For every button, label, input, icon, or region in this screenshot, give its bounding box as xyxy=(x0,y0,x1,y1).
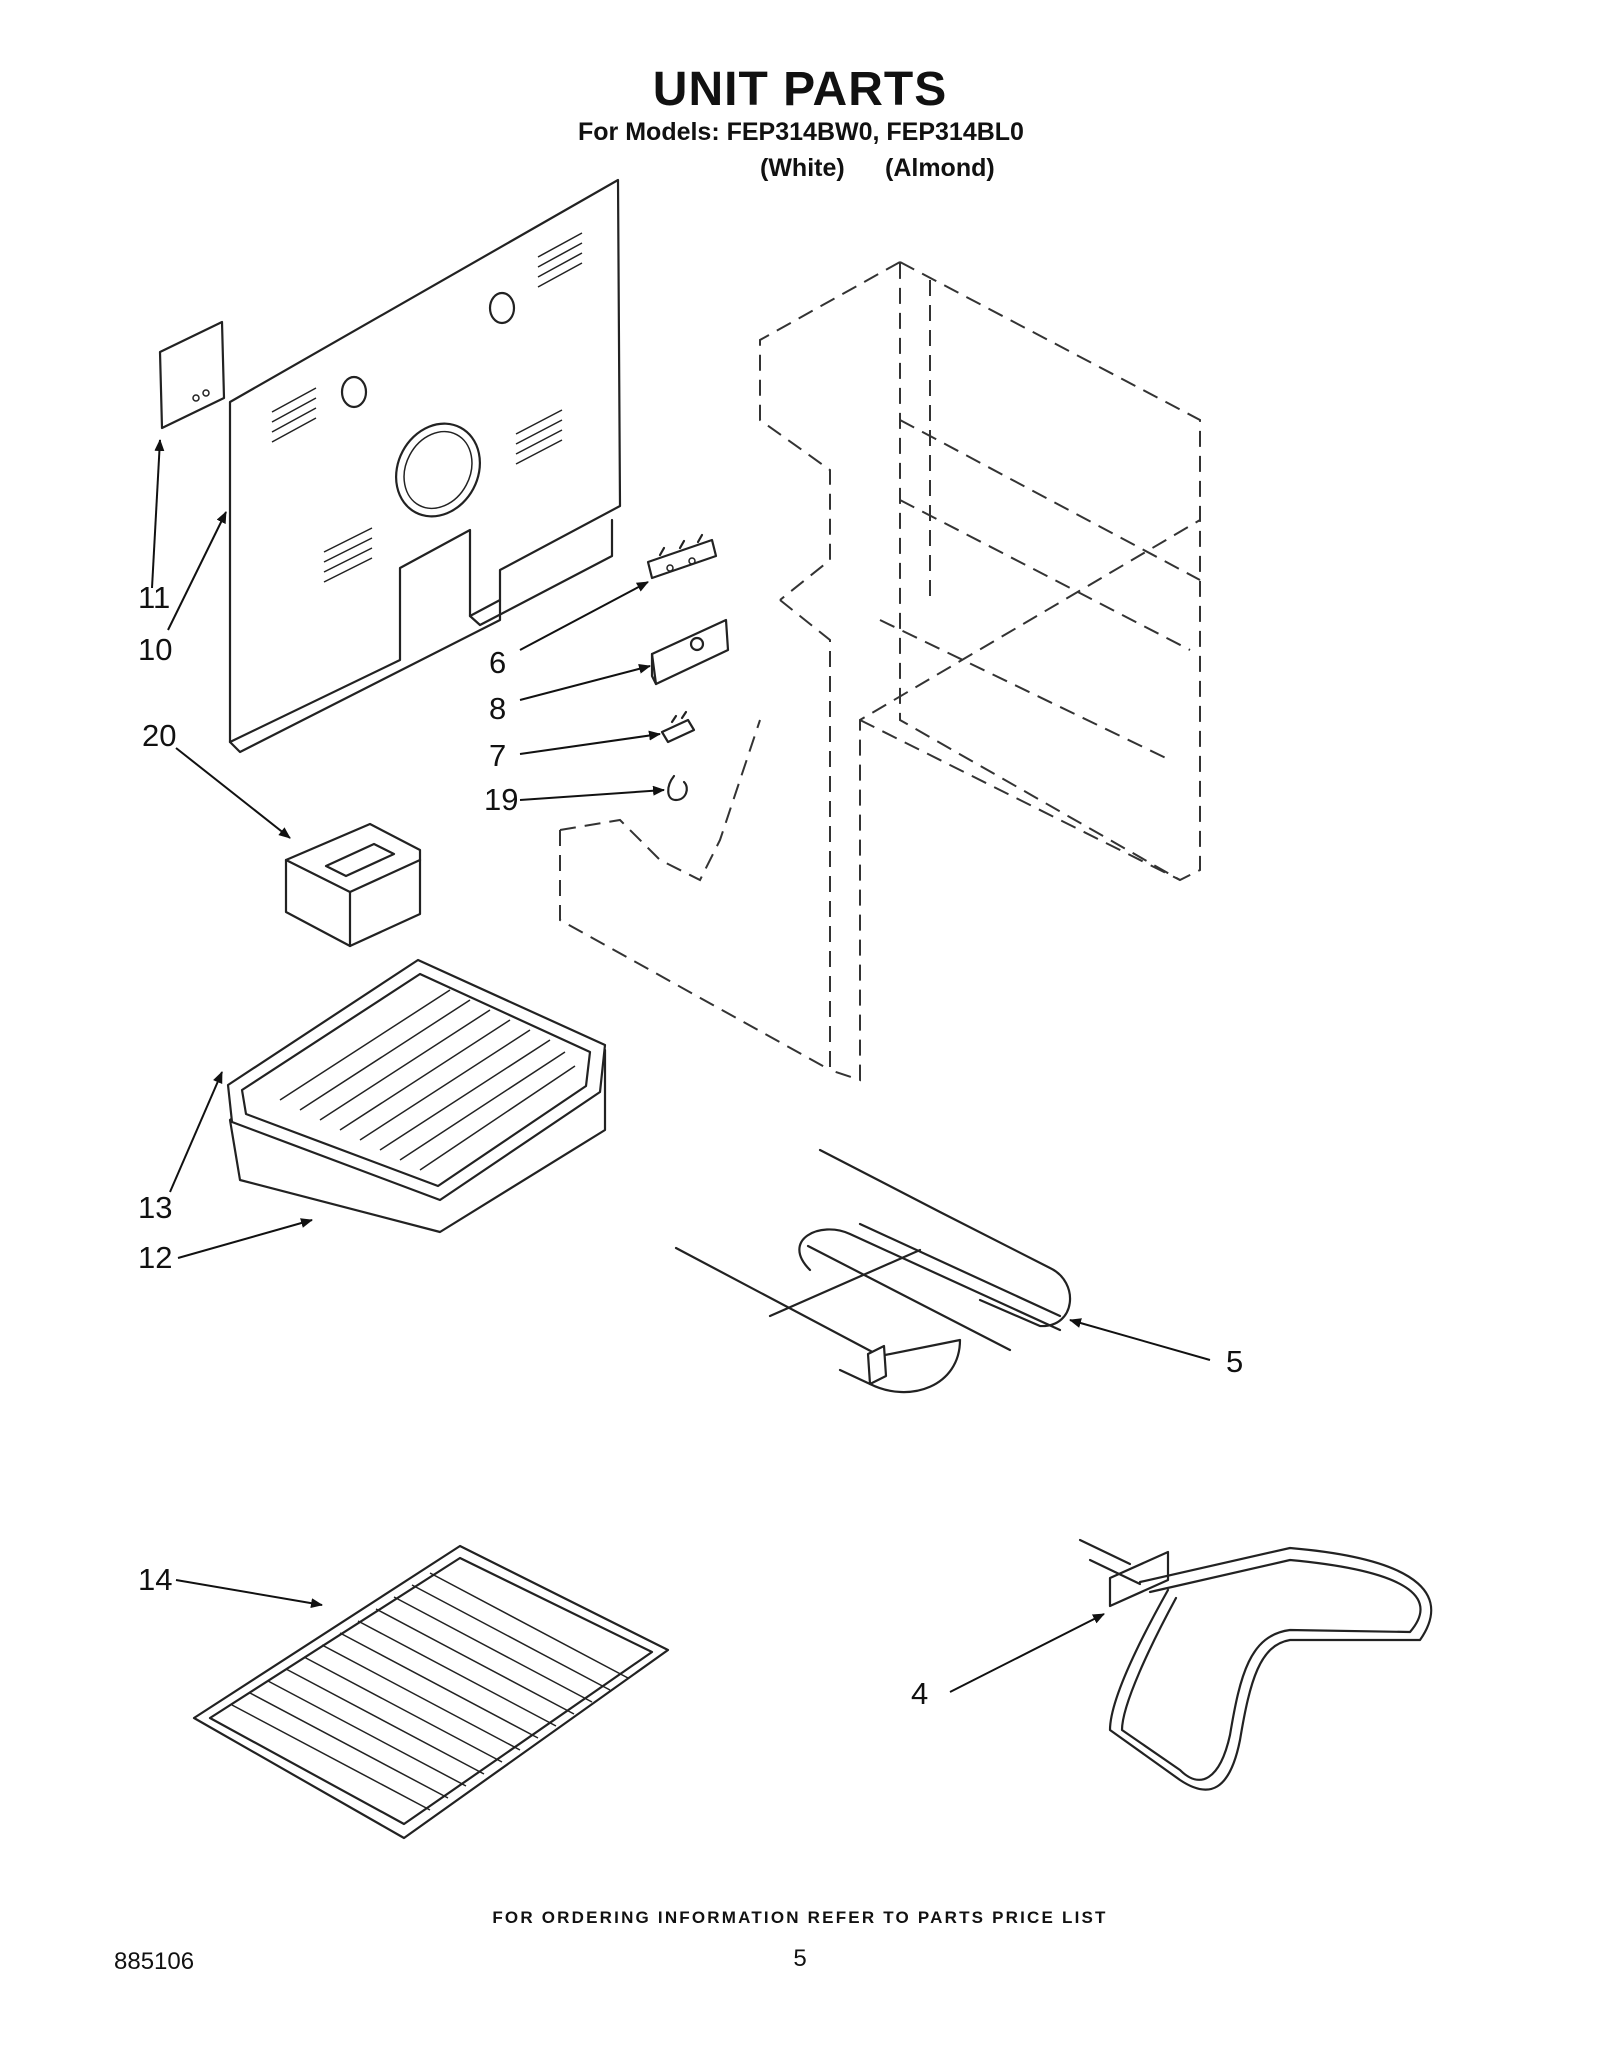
callout-8: 8 xyxy=(489,691,507,726)
color-almond-label: (Almond) xyxy=(885,154,995,182)
page-number: 5 xyxy=(793,1945,807,1972)
callout-4: 4 xyxy=(911,1676,929,1711)
leader-arrows xyxy=(151,439,1211,1693)
ordering-note: FOR ORDERING INFORMATION REFER TO PARTS … xyxy=(492,1908,1108,1927)
page-title: UNIT PARTS xyxy=(652,63,948,116)
document-number: 885106 xyxy=(114,1948,195,1975)
callout-5: 5 xyxy=(1226,1344,1244,1379)
callout-19: 19 xyxy=(484,782,519,817)
cabinet-outline xyxy=(559,260,1201,1082)
callout-14: 14 xyxy=(138,1562,173,1597)
callout-20: 20 xyxy=(142,718,177,753)
part-5-bake-element xyxy=(674,1148,1072,1394)
part-20-box xyxy=(284,822,422,948)
callout-6: 6 xyxy=(489,645,507,680)
part-19-wire-hook xyxy=(667,774,688,802)
callout-7: 7 xyxy=(489,738,507,773)
part-10-rear-panel xyxy=(228,178,622,754)
part-11-gasket xyxy=(158,320,226,430)
part-8-bracket xyxy=(650,618,730,686)
callout-11: 11 xyxy=(138,580,171,615)
color-white-label: (White) xyxy=(760,154,845,182)
model-numbers: For Models: FEP314BW0, FEP314BL0 xyxy=(578,118,1024,146)
callout-13: 13 xyxy=(138,1190,173,1225)
part-4-broil-element xyxy=(1078,1538,1433,1791)
part-6-terminal-block xyxy=(646,533,718,580)
part-12-13-broiler-pan xyxy=(226,958,607,1234)
part-14-oven-rack xyxy=(192,1544,670,1840)
callout-10: 10 xyxy=(138,632,173,667)
callout-12: 12 xyxy=(138,1240,173,1275)
part-7-clip xyxy=(660,710,696,744)
